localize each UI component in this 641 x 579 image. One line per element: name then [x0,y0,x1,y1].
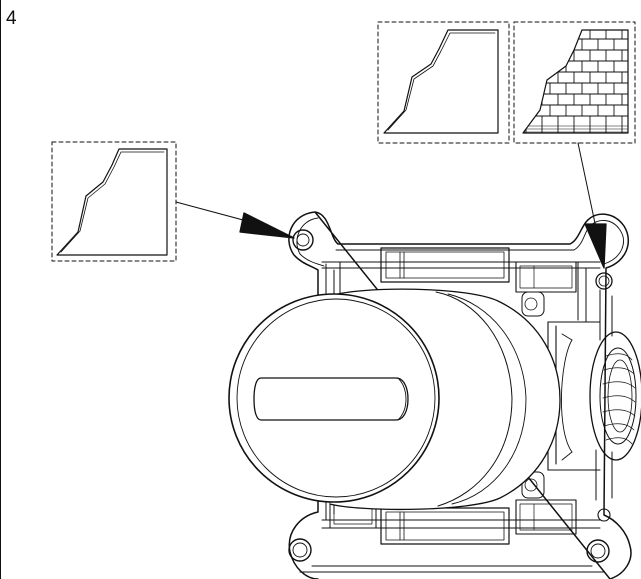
leader-right [577,142,607,269]
mounting-frame [288,211,641,579]
step-number: 4 [6,8,17,29]
leader-left [175,201,295,239]
callout-brick-wall-profile [513,21,636,144]
callout-wall-profile-left [51,141,177,262]
valve-body [228,288,561,511]
page-left-rule [0,0,1,579]
callout-wall-profile-top [377,21,510,144]
